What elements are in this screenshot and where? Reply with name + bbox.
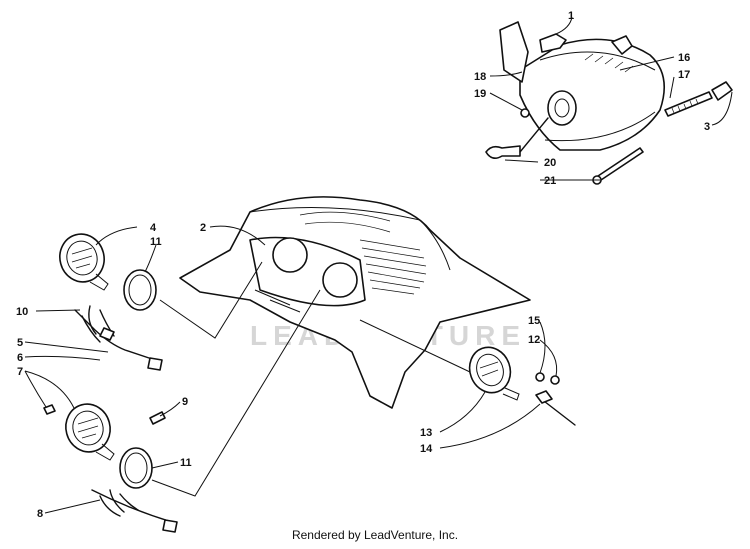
callout-10: 10 (16, 306, 28, 318)
callout-9: 9 (182, 396, 188, 408)
callout-13: 13 (420, 427, 432, 439)
callout-2: 2 (200, 222, 206, 234)
leader-lines (24, 16, 733, 514)
lower-screw (594, 147, 644, 183)
callout-21: 21 (544, 175, 556, 187)
adjust-knob (711, 81, 733, 101)
mount-bracket (539, 33, 567, 53)
callout-6: 6 (17, 352, 23, 364)
callout-15: 15 (528, 315, 540, 327)
callout-20: 20 (544, 157, 556, 169)
nut-15 (550, 375, 560, 385)
callout-16: 16 (678, 52, 690, 64)
callout-1: 1 (568, 10, 574, 22)
upper-gauge (59, 233, 109, 291)
right-gauge (468, 346, 576, 426)
bolt-7 (43, 404, 56, 415)
callout-5: 5 (17, 337, 23, 349)
wire-harness-lower (91, 489, 178, 533)
hood-panel (179, 196, 531, 409)
callout-4: 4 (150, 222, 157, 234)
callout-11-lower: 11 (180, 457, 192, 469)
callout-8: 8 (37, 508, 43, 520)
callout-11-upper: 11 (150, 236, 162, 248)
callout-3: 3 (704, 121, 710, 133)
callouts: 1 2 3 4 5 6 7 8 9 10 11 11 12 13 14 15 1… (16, 10, 710, 520)
side-bracket (499, 21, 529, 83)
headlight-assembly (485, 21, 733, 185)
callout-7: 7 (17, 366, 23, 378)
wire-harness-upper (74, 305, 163, 371)
adjust-screw (664, 91, 713, 117)
gauge-opening-left (272, 237, 308, 273)
footer-credit: Rendered by LeadVenture, Inc. (291, 528, 459, 542)
callout-12: 12 (528, 334, 540, 346)
clip-9 (149, 411, 166, 425)
callout-17: 17 (678, 69, 690, 81)
callout-14: 14 (420, 443, 433, 455)
clip-tab (611, 35, 633, 55)
callout-19: 19 (474, 88, 486, 100)
headlight-bulb (485, 145, 521, 160)
nut-19 (520, 108, 530, 118)
lower-gauge (65, 403, 115, 461)
headlight-socket (547, 90, 577, 126)
headlight-housing (519, 38, 666, 151)
nut-12 (535, 372, 545, 382)
callout-18: 18 (474, 71, 486, 83)
gauge-opening-right (322, 262, 358, 298)
